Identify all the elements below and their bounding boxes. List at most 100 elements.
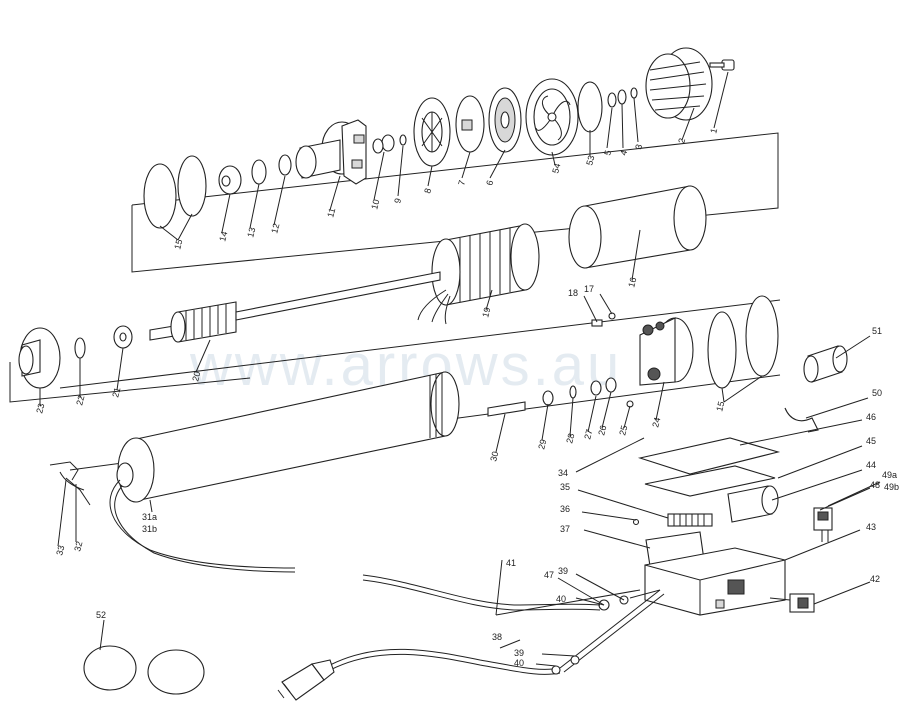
callout-26: 26 bbox=[596, 424, 608, 436]
callout-11: 11 bbox=[325, 207, 337, 219]
callout-7: 7 bbox=[456, 179, 467, 186]
callout-38: 38 bbox=[492, 632, 502, 642]
bearing-ring-part bbox=[381, 134, 395, 152]
callout-22: 22 bbox=[74, 394, 86, 406]
callout-labels: 1 2 3 4 5 53 54 6 7 8 9 10 11 12 13 14 1… bbox=[34, 127, 899, 668]
callout-9: 9 bbox=[392, 197, 403, 204]
bushing-part bbox=[218, 165, 242, 195]
callout-35: 35 bbox=[560, 482, 570, 492]
callout-27: 27 bbox=[582, 428, 594, 440]
callout-39-bottom: 39 bbox=[514, 648, 524, 658]
o-ring-part bbox=[577, 81, 603, 133]
callout-1: 1 bbox=[708, 127, 719, 134]
control-box-assembly bbox=[598, 345, 848, 616]
callout-36: 36 bbox=[560, 504, 570, 514]
callout-52: 52 bbox=[96, 610, 106, 620]
washer-part bbox=[630, 87, 638, 99]
callout-29: 29 bbox=[536, 438, 548, 450]
callout-53: 53 bbox=[584, 154, 596, 166]
callout-40-top: 40 bbox=[556, 594, 566, 604]
diffuser-part bbox=[488, 87, 522, 153]
screw-36 bbox=[632, 518, 640, 526]
small-ring-part bbox=[399, 134, 407, 146]
coupling-sleeve-part bbox=[803, 345, 848, 383]
callout-39-top: 39 bbox=[558, 566, 568, 576]
callout-32: 32 bbox=[72, 540, 84, 552]
callout-40-bottom: 40 bbox=[514, 658, 524, 668]
callout-10: 10 bbox=[369, 198, 381, 210]
clamp-part bbox=[784, 407, 819, 433]
callout-20: 20 bbox=[190, 370, 202, 382]
callout-21: 21 bbox=[110, 386, 122, 398]
o-ring-15b bbox=[143, 163, 177, 229]
callout-31a: 31a bbox=[142, 512, 157, 522]
end-cap-part bbox=[18, 327, 61, 389]
seal-ring-12 bbox=[278, 154, 292, 176]
screw-17 bbox=[608, 312, 616, 320]
seal-ring-part bbox=[617, 89, 627, 105]
power-cable bbox=[329, 648, 561, 670]
callout-3: 3 bbox=[633, 143, 644, 150]
callout-4: 4 bbox=[618, 149, 629, 156]
ring-28 bbox=[569, 385, 577, 399]
callout-16: 16 bbox=[626, 276, 638, 288]
callout-33: 33 bbox=[54, 544, 66, 556]
rotor-shaft-part bbox=[149, 271, 441, 343]
clip-part bbox=[49, 461, 91, 506]
o-ring-52b bbox=[147, 649, 205, 695]
callout-6: 6 bbox=[484, 179, 495, 186]
ring-26 bbox=[605, 377, 617, 393]
motor-sleeve-part bbox=[568, 185, 707, 269]
power-cable-to-box bbox=[559, 589, 661, 669]
terminal-cap-part bbox=[639, 317, 694, 386]
callout-5: 5 bbox=[602, 149, 613, 156]
callout-18: 18 bbox=[568, 288, 578, 298]
ring-27 bbox=[590, 380, 602, 396]
callout-48: 48 bbox=[870, 480, 880, 490]
callout-25: 25 bbox=[617, 424, 629, 436]
callout-2: 2 bbox=[676, 137, 687, 144]
callout-37: 37 bbox=[560, 524, 570, 534]
motor-body-row bbox=[49, 371, 634, 573]
motor-lead-cable bbox=[362, 574, 601, 606]
motor-cable bbox=[109, 479, 296, 569]
callout-17: 17 bbox=[584, 284, 594, 294]
callout-30: 30 bbox=[488, 450, 500, 462]
motor-tube-part bbox=[116, 371, 460, 503]
screw-18 bbox=[591, 319, 603, 327]
motor-internals bbox=[18, 185, 779, 389]
clip-part-2 bbox=[59, 471, 85, 491]
capacitor-part bbox=[727, 485, 779, 523]
callout-19: 19 bbox=[480, 306, 492, 318]
stage-impeller-part bbox=[413, 97, 451, 167]
gland-39 bbox=[570, 655, 580, 665]
pump-housing-part bbox=[295, 119, 367, 185]
stator-coil-part bbox=[417, 223, 540, 325]
callout-15-right: 15 bbox=[714, 400, 726, 412]
gland-link bbox=[629, 589, 661, 599]
callout-49a: 49a bbox=[882, 470, 897, 480]
bearing-part bbox=[113, 325, 133, 349]
gland-40 bbox=[551, 665, 561, 675]
callout-23: 23 bbox=[34, 402, 46, 414]
shaft-pin-part bbox=[487, 401, 526, 417]
callout-34: 34 bbox=[558, 468, 568, 478]
callout-45: 45 bbox=[866, 436, 876, 446]
pump-stage-parts bbox=[143, 47, 735, 229]
bolt-shaft bbox=[709, 62, 725, 68]
o-ring-15c bbox=[707, 311, 737, 389]
o-ring-52a bbox=[83, 645, 137, 691]
terminal-strip-part bbox=[667, 513, 713, 527]
o-ring-15a bbox=[177, 155, 207, 217]
impeller-part bbox=[525, 78, 579, 156]
callout-46: 46 bbox=[866, 412, 876, 422]
pressure-switch-part bbox=[813, 507, 833, 542]
callout-12: 12 bbox=[269, 222, 281, 234]
motor-cable-edge bbox=[114, 485, 296, 573]
callout-54: 54 bbox=[550, 162, 562, 174]
o-ring-15d bbox=[745, 295, 779, 377]
callout-28: 28 bbox=[564, 432, 576, 444]
leader-lines bbox=[39, 71, 881, 667]
gasket-part bbox=[644, 465, 776, 497]
